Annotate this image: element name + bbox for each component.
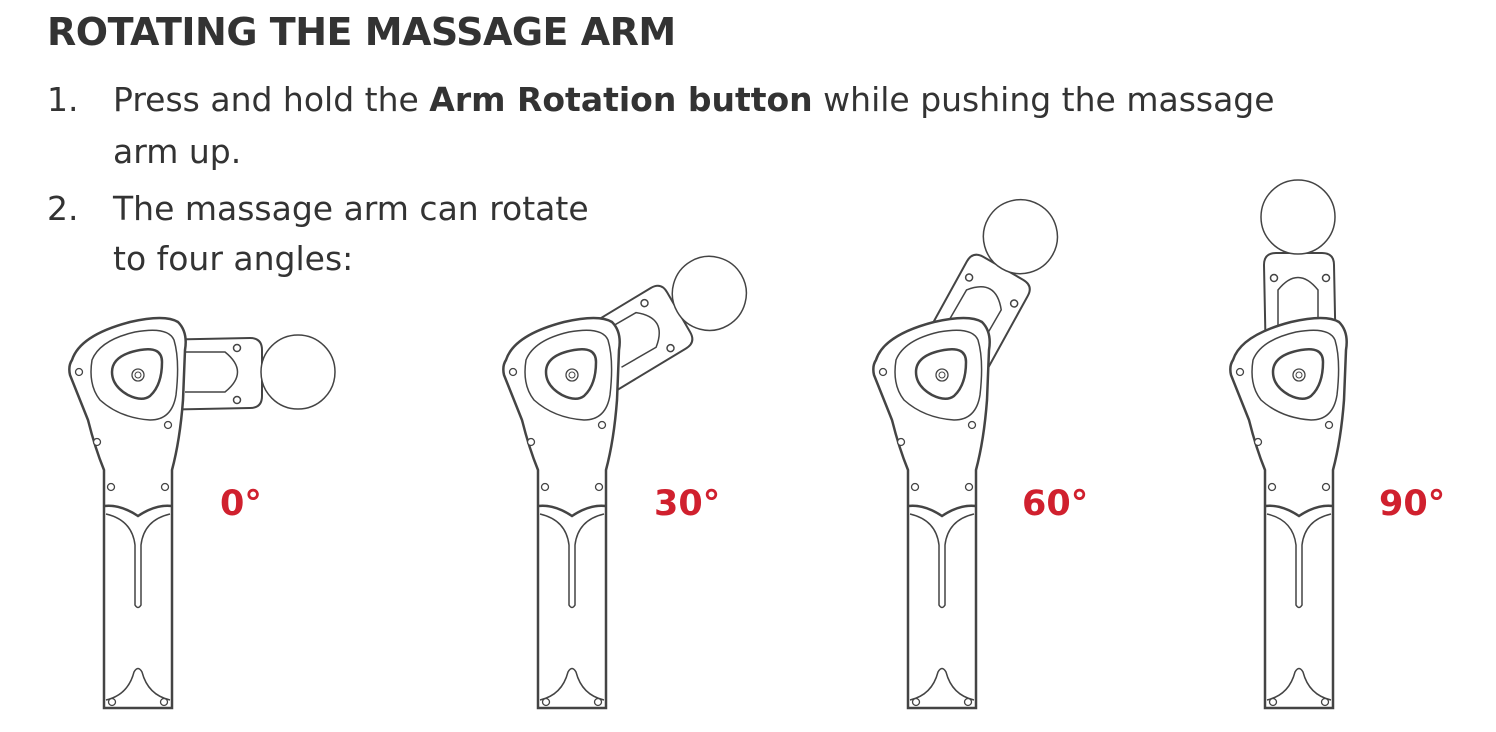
device-30 bbox=[502, 241, 762, 710]
device-body bbox=[502, 316, 621, 710]
step-number: 2. bbox=[47, 189, 79, 228]
step-text-part: while pushing the massage bbox=[812, 80, 1275, 119]
angle-label-30: 30° bbox=[654, 484, 721, 524]
device-body bbox=[68, 316, 187, 710]
device-0 bbox=[68, 316, 336, 710]
device-body bbox=[1229, 316, 1348, 710]
angle-label-0: 0° bbox=[220, 484, 262, 524]
step-text-part: Press and hold the bbox=[113, 80, 430, 119]
page-title: ROTATING THE MASSAGE ARM bbox=[47, 10, 676, 54]
step-text-line2: arm up. bbox=[113, 132, 242, 171]
step-number: 1. bbox=[47, 80, 79, 119]
angle-label-60: 60° bbox=[1022, 484, 1089, 524]
step-text: Press and hold the Arm Rotation button w… bbox=[113, 74, 1275, 126]
device-body bbox=[872, 316, 991, 710]
device-90 bbox=[1229, 179, 1348, 710]
step-text-line2: to four angles: bbox=[113, 239, 354, 278]
device-60 bbox=[872, 185, 1073, 710]
arm-rotation-button-label: Arm Rotation button bbox=[429, 80, 813, 119]
step-text: The massage arm can rotate bbox=[113, 189, 589, 228]
angle-label-90: 90° bbox=[1379, 484, 1446, 524]
